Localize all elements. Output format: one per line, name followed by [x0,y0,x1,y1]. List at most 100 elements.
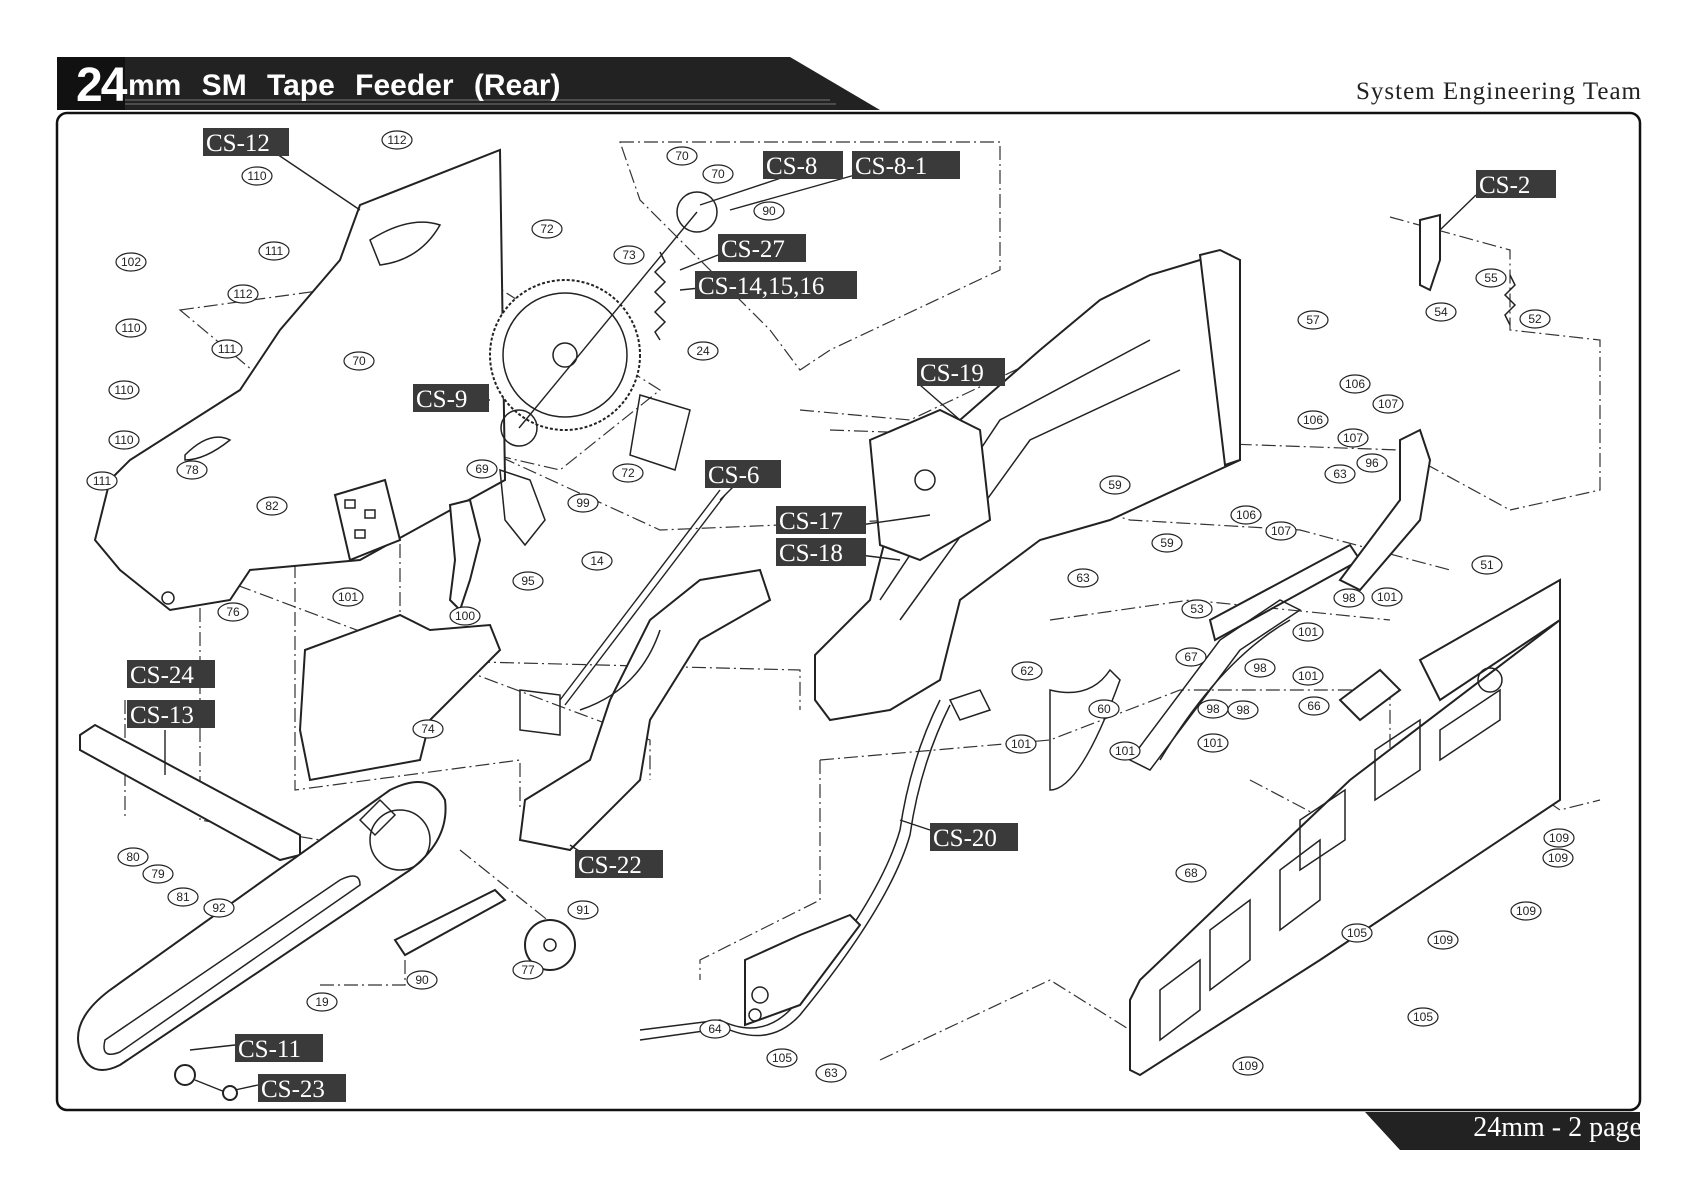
part-number-110: 110 [108,380,140,400]
team-name: System Engineering Team [1355,78,1642,105]
callout-cs-8: CS-8 [763,151,843,180]
svg-text:CS-24: CS-24 [130,662,194,689]
title-number: 24 [76,59,127,112]
svg-text:CS-23: CS-23 [261,1076,325,1103]
part-number-106: 106 [1230,505,1262,525]
part-number-59: 59 [1151,533,1183,553]
part-number-101: 101 [1371,587,1403,607]
svg-text:101: 101 [1115,744,1135,758]
svg-text:72: 72 [540,222,554,236]
svg-text:98: 98 [1206,702,1220,716]
svg-text:CS-11: CS-11 [238,1036,301,1063]
svg-text:98: 98 [1342,591,1356,605]
svg-text:53: 53 [1190,602,1204,616]
part-number-70: 70 [666,146,698,166]
svg-text:109: 109 [1516,904,1536,918]
part-number-109: 109 [1232,1056,1264,1076]
svg-text:105: 105 [1413,1010,1433,1024]
part-number-70: 70 [702,164,734,184]
svg-text:52: 52 [1528,312,1542,326]
svg-text:67: 67 [1184,650,1198,664]
svg-text:101: 101 [1011,737,1031,751]
svg-text:CS-22: CS-22 [578,852,642,879]
svg-text:59: 59 [1108,478,1122,492]
svg-text:78: 78 [185,463,199,477]
part-number-107: 107 [1337,428,1369,448]
svg-text:106: 106 [1345,377,1365,391]
svg-text:CS-14,15,16: CS-14,15,16 [698,273,824,300]
part-number-51: 51 [1471,555,1503,575]
svg-text:100: 100 [455,609,475,623]
svg-text:95: 95 [521,574,535,588]
part-number-111: 111 [211,339,243,359]
svg-text:CS-8-1: CS-8-1 [855,153,927,180]
part-number-110: 110 [241,166,273,186]
svg-text:81: 81 [176,890,190,904]
svg-text:CS-2: CS-2 [1479,172,1530,199]
svg-text:63: 63 [1333,467,1347,481]
svg-text:111: 111 [265,244,284,258]
part-number-101: 101 [1005,734,1037,754]
svg-text:63: 63 [824,1066,838,1080]
svg-text:105: 105 [772,1051,792,1065]
svg-text:79: 79 [151,867,165,881]
part-number-99: 99 [567,493,599,513]
svg-text:68: 68 [1184,866,1198,880]
part-number-101: 101 [1109,741,1141,761]
part-number-90: 90 [753,201,785,221]
svg-text:CS-13: CS-13 [130,702,194,729]
svg-text:109: 109 [1548,851,1568,865]
callout-cs-19: CS-19 [917,358,1005,387]
svg-text:70: 70 [675,149,689,163]
svg-text:CS-27: CS-27 [721,236,785,263]
svg-text:CS-17: CS-17 [779,508,843,535]
part-number-66: 66 [1298,696,1330,716]
part-number-105: 105 [1407,1007,1439,1027]
svg-text:92: 92 [212,901,226,915]
part-number-64: 64 [699,1019,731,1039]
part-number-62: 62 [1011,661,1043,681]
svg-text:69: 69 [475,462,489,476]
svg-text:111: 111 [93,474,112,488]
part-number-55: 55 [1475,268,1507,288]
svg-text:110: 110 [114,433,133,447]
part-number-14: 14 [581,551,613,571]
part-number-72: 72 [531,219,563,239]
part-number-106: 106 [1297,410,1329,430]
part-number-82: 82 [256,496,288,516]
part-number-92: 92 [203,898,235,918]
part-number-112: 112 [227,284,259,304]
part-number-balloons: 1121101111021121101111101101117070907273… [86,130,1575,1083]
part-number-68: 68 [1175,863,1207,883]
svg-text:70: 70 [352,354,366,368]
callout-cs-8-1: CS-8-1 [852,151,960,180]
part-number-53: 53 [1181,599,1213,619]
callout-cs-27: CS-27 [718,234,806,263]
part-number-69: 69 [466,459,498,479]
svg-text:66: 66 [1307,699,1321,713]
part-number-98: 98 [1227,700,1259,720]
svg-text:54: 54 [1434,305,1448,319]
part-number-112: 112 [381,130,413,150]
svg-text:111: 111 [218,342,237,356]
callout-cs-12: CS-12 [203,128,289,157]
part-number-67: 67 [1175,647,1207,667]
callout-cs-9: CS-9 [413,384,489,413]
svg-text:110: 110 [114,383,133,397]
diagram-frame [55,111,1642,1112]
part-number-91: 91 [567,900,599,920]
part-number-98: 98 [1197,699,1229,719]
part-number-52: 52 [1519,309,1551,329]
part-number-101: 101 [1292,666,1324,686]
svg-text:109: 109 [1433,933,1453,947]
part-number-109: 109 [1427,930,1459,950]
svg-text:101: 101 [1203,736,1223,750]
callout-cs-20: CS-20 [930,823,1018,852]
part-number-70: 70 [343,351,375,371]
callout-cs-17: CS-17 [776,506,866,535]
svg-text:72: 72 [621,466,635,480]
svg-text:107: 107 [1343,431,1363,445]
part-number-60: 60 [1088,699,1120,719]
